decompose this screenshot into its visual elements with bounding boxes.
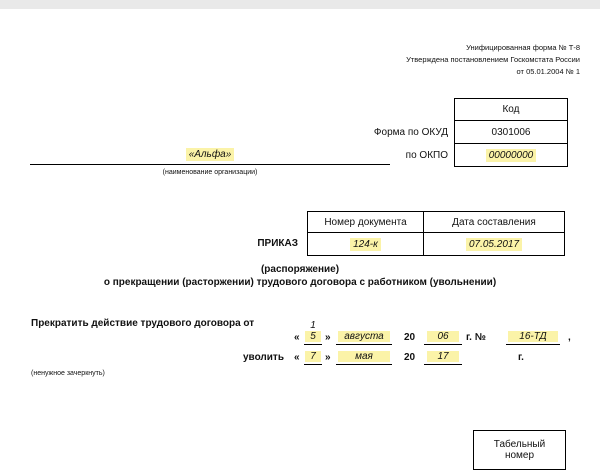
- organization-caption: (наименование организации): [162, 169, 258, 176]
- organization-underline: [30, 164, 390, 165]
- strike-note: (ненужное зачеркнуть): [31, 370, 105, 377]
- okpo-label: по ОКПО: [405, 150, 448, 161]
- personnel-header-line1: Табельный: [493, 439, 546, 450]
- order-subtitle-1: (распоряжение): [260, 264, 340, 275]
- doc-date-cell: 07.05.2017: [423, 232, 565, 256]
- organization-name: «Альфа»: [185, 148, 235, 161]
- okpo-cell: 00000000: [454, 143, 568, 167]
- okud-cell: 0301006: [454, 120, 568, 144]
- dismiss-quote-open: «: [294, 352, 300, 363]
- contract-day-underline: [304, 344, 322, 345]
- doc-number-value: 124-к: [350, 237, 381, 251]
- dismiss-year-underline: [424, 364, 462, 365]
- contract-quote-open: «: [294, 332, 300, 343]
- contract-year-underline: [424, 344, 462, 345]
- organization-name-wrap: «Альфа»: [30, 148, 390, 161]
- code-header: Код: [454, 98, 568, 121]
- dismiss-year-word: г.: [518, 352, 524, 363]
- top-bar: [0, 0, 600, 9]
- contract-number-underline: [506, 344, 560, 345]
- dismiss-month-underline: [336, 364, 392, 365]
- contract-year-suffix: г. №: [466, 332, 486, 343]
- contract-label: Прекратить действие трудового договора о…: [31, 318, 255, 329]
- contract-comma: ,: [568, 332, 571, 343]
- contract-day-top: 1: [310, 320, 316, 331]
- contract-month-underline: [336, 344, 392, 345]
- okud-label: Форма по ОКУД: [373, 127, 448, 138]
- doc-number-header: Номер документа: [307, 211, 424, 233]
- form-line: Унифицированная форма № Т-8: [466, 43, 580, 52]
- dismiss-century: 20: [404, 352, 416, 363]
- personnel-number-header: Табельный номер: [473, 430, 566, 470]
- contract-century: 20: [404, 332, 416, 343]
- doc-number-cell: 124-к: [307, 232, 424, 256]
- okpo-value: 00000000: [485, 148, 537, 162]
- dismiss-day-underline: [304, 364, 322, 365]
- contract-quote-close: »: [325, 332, 331, 343]
- okud-value: 0301006: [491, 126, 531, 138]
- contract-month: августа: [338, 331, 390, 342]
- approved-line: Утверждена постановлением Госкомстата Ро…: [406, 55, 580, 64]
- contract-number: 16-ТД: [508, 331, 558, 342]
- doc-date-value: 07.05.2017: [465, 237, 523, 251]
- order-subtitle-2: о прекращении (расторжении) трудового до…: [103, 277, 497, 288]
- date-line: от 05.01.2004 № 1: [516, 67, 580, 76]
- order-title: ПРИКАЗ: [257, 238, 298, 249]
- dismiss-label: уволить: [243, 352, 284, 363]
- contract-year: 06: [427, 331, 459, 342]
- doc-date-header: Дата составления: [423, 211, 565, 233]
- dismiss-day: 7: [305, 351, 321, 362]
- dismiss-quote-close: »: [325, 352, 331, 363]
- contract-day: 5: [305, 331, 321, 342]
- dismiss-month: мая: [338, 351, 390, 362]
- personnel-header-line2: номер: [504, 450, 535, 461]
- dismiss-year: 17: [427, 351, 459, 362]
